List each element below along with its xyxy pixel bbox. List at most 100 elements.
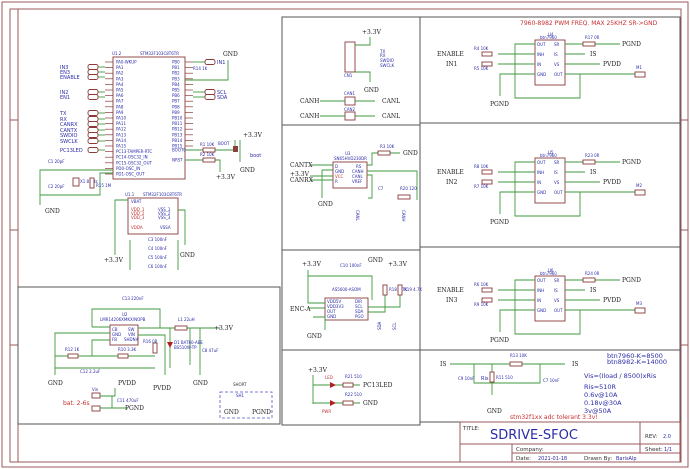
schematic-label: PGND — [622, 277, 641, 284]
mcu-pin-label: PA10 — [116, 116, 126, 121]
schematic-label: R11 510 — [496, 375, 513, 380]
schematic-label: BOOT — [218, 141, 230, 146]
schematic-label: PGND — [125, 405, 144, 412]
schematic-label: L1 22uH — [178, 317, 195, 322]
schematic-label: U4 — [548, 32, 554, 37]
schematic-label: R13 10K — [510, 353, 527, 358]
schematic-label: C4 100nF — [148, 246, 168, 251]
schematic-label: OUT — [537, 278, 546, 283]
net-label: IN3 — [60, 65, 68, 71]
schematic-label: DIR — [355, 299, 362, 304]
mcu-pin-label: PB1 — [172, 65, 180, 70]
schematic-label: U3 — [345, 151, 351, 156]
schematic-label: PGND — [490, 219, 509, 226]
net-port — [87, 147, 99, 153]
schematic-label: SW — [128, 327, 135, 332]
schematic-label: VBAT — [131, 199, 142, 204]
mcu-pin-label: PB9 — [172, 110, 180, 115]
schematic-label: C10 100nF — [340, 263, 362, 268]
schematic-label: GND — [368, 257, 383, 264]
net-label: ENABLE — [437, 51, 464, 58]
schematic-label: GND — [537, 72, 546, 77]
schematic-label: PGND — [252, 409, 271, 416]
short-jumper: SHORT SH1 GND PGND — [219, 382, 273, 419]
schematic-label: SDA — [355, 309, 364, 314]
net-label: ENABLE — [60, 75, 80, 81]
net-label: SCL — [217, 90, 227, 96]
schematic-label: GND — [318, 201, 333, 208]
schematic-label: PGND — [622, 41, 641, 48]
mcu-pin-label: PA1 — [116, 65, 124, 70]
schematic-label: SR — [554, 160, 560, 165]
mcu-pin-label: PA2 — [116, 71, 124, 76]
schematic-label: GND — [240, 167, 255, 174]
schematic-label: R6 10K — [474, 282, 489, 287]
current-sense: IS IS R13 10K R11 510 Ris C9 10nF C7 10n… — [440, 352, 667, 421]
schematic-label: SWCLK — [380, 63, 395, 68]
schematic-label: R8 10K — [474, 164, 489, 169]
status-leds: +3.3V LED PWR R21 510 R22 510 PC13LED GN… — [308, 367, 393, 414]
schematic-label: +3.3V — [243, 132, 263, 139]
schematic-label: VDD5V — [327, 299, 341, 304]
schematic-label: D1 BAT60-ABE — [174, 340, 203, 345]
net-port — [87, 64, 99, 70]
net-label: IN2 — [446, 179, 458, 186]
schematic-label: CANRX — [290, 177, 314, 184]
schematic-label: RS — [356, 164, 362, 169]
schematic-label: +3.3V — [302, 261, 322, 268]
power-section — [17, 286, 281, 425]
schematic-label: LED — [325, 375, 333, 380]
schematic-label: STM32F103C8T6TR — [140, 51, 179, 56]
schematic-label: PGND — [622, 159, 641, 166]
schematic-label: TX — [379, 49, 385, 54]
schematic-label: GND — [363, 400, 378, 407]
schematic-label: AS5600-ASOM — [332, 287, 361, 292]
schematic-label: C11 470uF — [117, 398, 139, 403]
mcu-pin-label: PB12 — [172, 127, 183, 132]
mcu-pin-label: PB3 — [172, 76, 180, 81]
schematic-label: Date: — [516, 456, 531, 462]
schematic-label: R1 10K — [200, 142, 215, 147]
mcu-pin-label: PB5 — [172, 88, 180, 93]
mcu-pin-label: PA12 — [116, 127, 126, 132]
net-port — [87, 74, 99, 80]
schematic-label: GND — [487, 408, 502, 415]
title-block: TITLE: SDRIVE-SFOC REV: 2.0 Company: She… — [459, 421, 681, 463]
mcu-pin-label: PC15-OSC32_OUT — [116, 160, 152, 165]
schematic-label: 1/1 — [664, 447, 672, 453]
schematic-label: R17 0R — [585, 35, 600, 40]
schematic-label: M3 — [636, 301, 642, 306]
mcu-pin-label: PB15 — [172, 144, 183, 149]
net-port — [87, 138, 99, 144]
mcu-pin-label: PA13 — [116, 132, 126, 137]
schematic-label: SHDN# — [124, 337, 140, 342]
net-port — [87, 94, 99, 100]
schematic-label: M2 — [636, 183, 642, 188]
schematic-label: VREF — [352, 179, 363, 184]
schematic-label: R14 1K — [193, 66, 208, 71]
motor-connector — [634, 71, 646, 78]
mcu-pin-label: PA7 — [116, 99, 124, 104]
net-label: IN3 — [446, 297, 458, 304]
schematic-label: btn7960 — [540, 153, 557, 158]
schematic-label: btn7960 — [540, 35, 557, 40]
schematic-label: R19 4.7K — [404, 287, 423, 292]
net-port — [87, 127, 99, 133]
schematic-label: PC13LED — [363, 382, 393, 389]
mcu-pin-label: PB10 — [172, 116, 183, 121]
schematic-label: GND — [45, 208, 60, 215]
schematic-label: VSS_2 — [158, 211, 171, 216]
swd-header: +3.3V CN1 TX RX SWDIO SWCLK GND — [344, 29, 395, 94]
schematic-label: 0.18v@30A — [584, 399, 622, 407]
schematic-label: GND — [223, 51, 238, 58]
net-port — [204, 59, 216, 65]
schematic-label: PVDD — [603, 61, 621, 68]
schematic-label: IN — [537, 298, 541, 303]
net-label: CANRX — [60, 122, 78, 128]
net-port — [87, 110, 99, 116]
schematic-label: GND — [403, 150, 418, 157]
schematic-label: +3.3V — [216, 174, 236, 181]
schematic-label: VS — [554, 62, 560, 67]
